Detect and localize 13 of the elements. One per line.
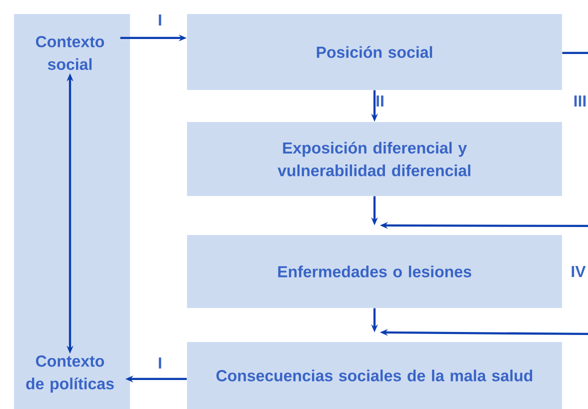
text-box: Posición social xyxy=(187,14,562,90)
context-label: Contexto de políticas xyxy=(26,355,114,393)
text-box: Exposición diferencial y vulnerabilidad diferencial xyxy=(187,122,562,196)
edge-label: I xyxy=(158,358,162,368)
roman-numeral: IV xyxy=(572,266,586,277)
context-label: Contexto social xyxy=(36,36,104,70)
line xyxy=(562,52,588,54)
text-box: Consecuencias sociales de la mala salud xyxy=(187,342,562,409)
edge-label: I xyxy=(158,14,162,26)
panel xyxy=(14,14,130,409)
text-box: Enfermedades o lesiones xyxy=(187,235,562,308)
edge-label: II xyxy=(376,96,384,106)
roman-numeral: III xyxy=(574,96,586,106)
